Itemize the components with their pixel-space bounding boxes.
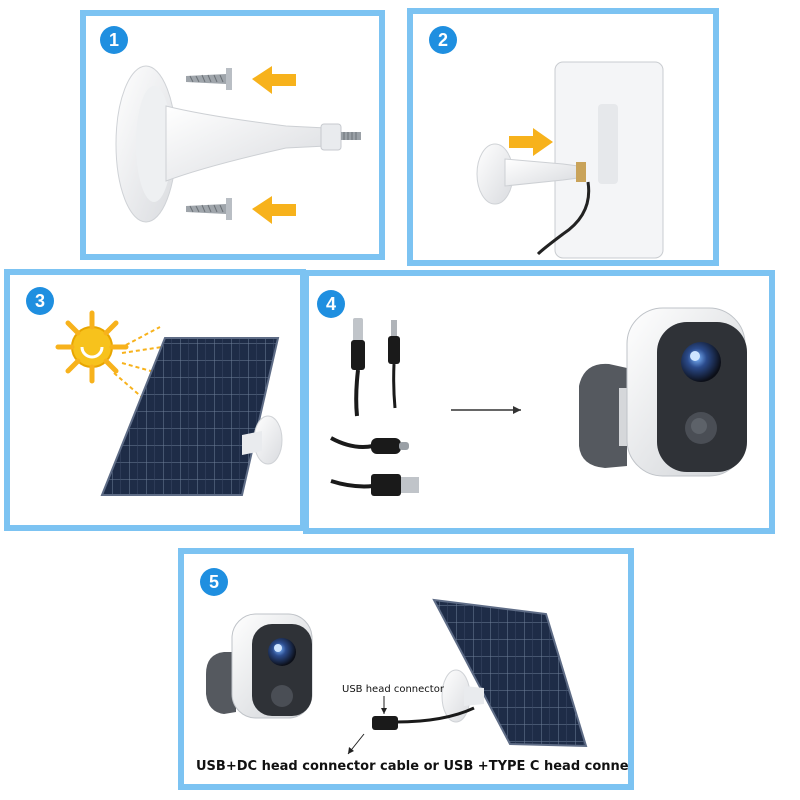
arrow-icon — [347, 733, 365, 755]
mount-bracket-icon — [115, 65, 361, 223]
mount-bracket-icon — [441, 669, 484, 723]
screw-icon — [186, 198, 232, 220]
screw-icon — [186, 68, 232, 90]
camera-icon — [206, 613, 313, 719]
arrow-icon — [451, 406, 521, 414]
step-5-badge: 5 — [200, 568, 228, 596]
usb-head-connector-label: USB head connector — [342, 684, 444, 695]
step-1-illustration — [115, 65, 361, 224]
step-1-badge: 1 — [100, 26, 128, 54]
step-2-badge: 2 — [429, 26, 457, 54]
step-4-badge: 4 — [317, 290, 345, 318]
solar-panel-icon — [395, 598, 588, 748]
step-3-illustration — [55, 310, 283, 496]
solar-panel-icon — [536, 61, 664, 259]
camera-icon — [579, 307, 747, 477]
arrow-icon — [252, 196, 296, 224]
type-c-cable-icon — [330, 436, 419, 496]
step-2-panel: 2 — [407, 8, 719, 266]
step-3-panel: 3 — [4, 269, 306, 531]
usb-connector-icon — [372, 696, 398, 730]
step-5-illustration — [206, 598, 588, 755]
step-4-illustration — [330, 307, 747, 496]
arrow-icon — [252, 66, 296, 94]
step-4-panel: 4 — [303, 270, 775, 534]
step-1-panel: 1 — [80, 10, 385, 260]
step-5-panel: 5 USB head connector USB+DC — [178, 548, 634, 790]
dc-plug-icon — [388, 320, 400, 409]
cable-caption: USB+DC head connector cable or USB +TYPE… — [196, 759, 634, 774]
usb-cable-icon — [351, 318, 365, 417]
step-3-badge: 3 — [26, 287, 54, 315]
step-2-illustration — [476, 61, 664, 259]
mount-bracket-icon — [476, 143, 586, 205]
solar-panel-icon — [100, 337, 283, 496]
sun-icon — [55, 310, 163, 400]
arrow-icon — [509, 128, 553, 156]
mount-bracket-icon — [242, 415, 283, 465]
